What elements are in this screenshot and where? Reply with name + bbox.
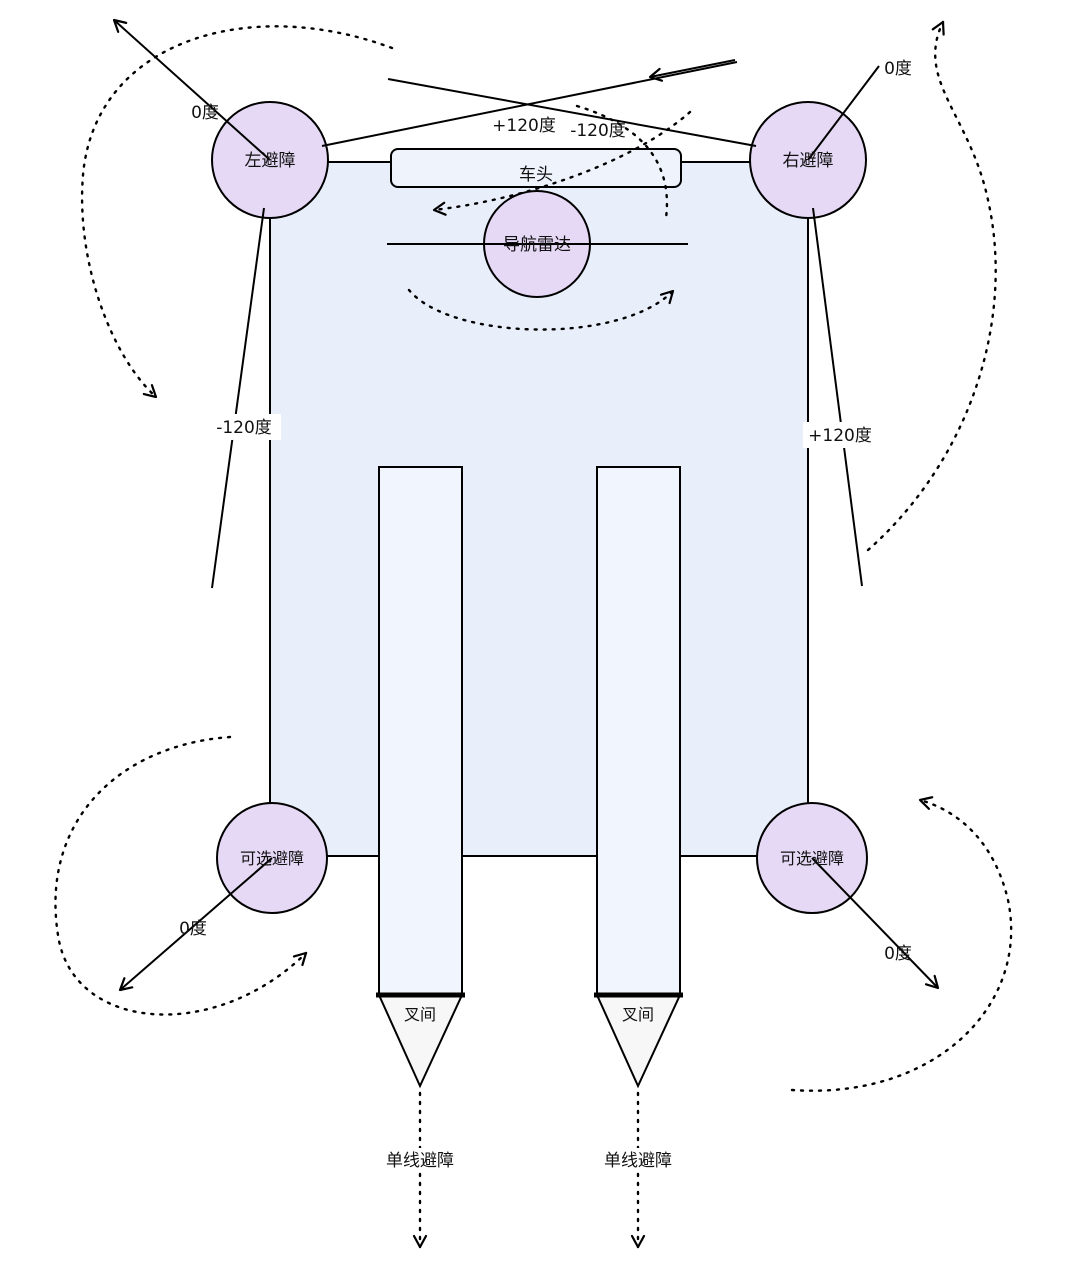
right-sensor-label: 右避障 xyxy=(783,151,834,171)
angle-label-right-plus120: +120度 xyxy=(808,426,872,446)
right-sensor-minus120-line xyxy=(387,78,757,147)
optional-sensor-left-label: 可选避障 xyxy=(240,849,304,868)
bottom-left-zero-line xyxy=(118,857,273,992)
right-sensor-zero-line xyxy=(807,65,880,161)
top-center-direction-arrow xyxy=(648,59,736,82)
angle-label-top-plus120: +120度 xyxy=(492,116,556,136)
angle-label-bottom-left-zero: 0度 xyxy=(179,919,207,939)
fov-arc-bottom-right-sensor xyxy=(790,796,1013,1092)
fork-tip-left-label: 叉间 xyxy=(404,1005,436,1024)
single-line-left-label-bg xyxy=(380,1148,460,1172)
fov-arc-top-center-right xyxy=(575,104,669,220)
nav-radar-label: 导航雷达 xyxy=(503,235,571,255)
fov-arc-left-sensor xyxy=(80,25,394,399)
angle-label-top-right-zero: 0度 xyxy=(884,59,912,79)
fov-arc-top-center xyxy=(432,110,692,216)
right-plus120-label-bg xyxy=(803,422,877,448)
left-sensor-zero-line xyxy=(112,18,271,161)
angle-label-bottom-right-zero: 0度 xyxy=(884,944,912,964)
fov-arc-right-sensor xyxy=(866,20,997,552)
angle-label-left-minus120: -120度 xyxy=(216,418,272,438)
angle-label-top-left-zero: 0度 xyxy=(191,103,219,123)
fov-arc-bottom-left-sensor xyxy=(54,735,308,1016)
left-minus120-label-bg xyxy=(207,414,281,440)
fork-tip-right-label: 叉间 xyxy=(622,1005,654,1024)
single-line-right-label-bg xyxy=(598,1148,678,1172)
vehicle-head-box xyxy=(390,148,682,188)
left-sensor-label: 左避障 xyxy=(245,151,296,171)
angle-label-top-minus120: -120度 xyxy=(570,121,626,141)
fov-arc-nav-radar xyxy=(407,288,675,331)
fork-left xyxy=(378,466,463,996)
vehicle-head-label: 车头 xyxy=(519,165,553,185)
single-line-right-label: 单线避障 xyxy=(604,1151,672,1171)
right-sensor-plus120-line xyxy=(812,207,863,587)
optional-sensor-right-label: 可选避障 xyxy=(780,849,844,868)
single-line-left-label: 单线避障 xyxy=(386,1151,454,1171)
bottom-right-zero-line xyxy=(811,857,940,990)
left-sensor-minus120-line xyxy=(211,207,265,589)
fork-right xyxy=(596,466,681,996)
